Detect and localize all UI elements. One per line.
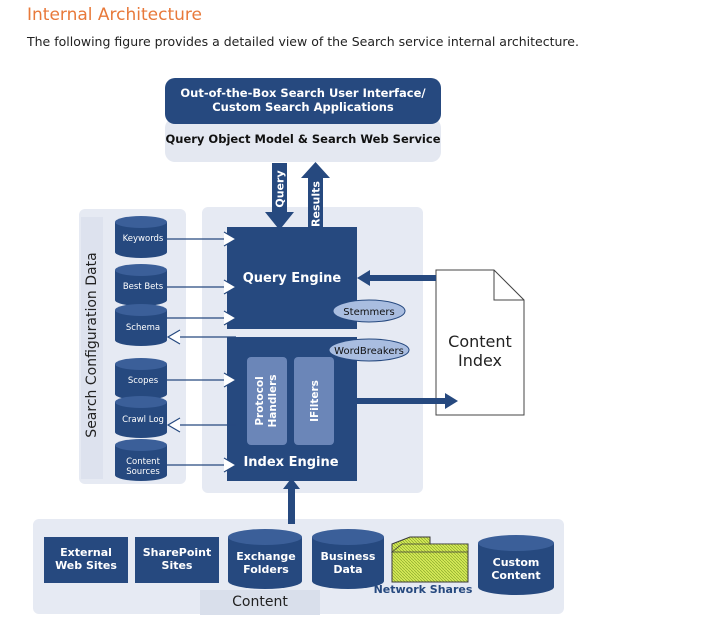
page-heading: Internal Architecture	[27, 5, 202, 25]
ui-title-line2: Custom Search Applications	[212, 100, 394, 114]
protocol-handlers-line2: Handlers	[267, 374, 279, 427]
svg-text:Business: Business	[321, 550, 376, 563]
svg-text:Web Sites: Web Sites	[55, 559, 117, 572]
svg-text:Results: Results	[310, 181, 323, 227]
best-bets-cylinder: Best Bets	[115, 264, 167, 306]
business-data-cylinder: Business Data	[312, 529, 384, 589]
sharepoint-sites-box: SharePoint Sites	[135, 537, 219, 583]
content-index-line1: Content	[448, 332, 512, 351]
scopes-cylinder: Scopes	[115, 358, 167, 400]
network-shares-folder: Network Shares	[374, 536, 473, 596]
query-arrow: Query	[265, 163, 294, 230]
content-index-doc: Content Index	[435, 269, 525, 416]
svg-text:Scopes: Scopes	[128, 376, 159, 386]
svg-text:Schema: Schema	[126, 323, 160, 333]
ui-title-line1: Out-of-the-Box Search User Interface/	[180, 86, 426, 100]
external-web-sites-box: External Web Sites	[44, 537, 128, 583]
config-arrows	[166, 231, 238, 473]
custom-content-cylinder: Custom Content	[478, 535, 554, 595]
content-index-line2: Index	[458, 351, 502, 370]
wordbreakers-label: WordBreakers	[334, 346, 404, 357]
protocol-handlers-line1: Protocol	[254, 376, 266, 425]
ifilters-label: IFilters	[309, 380, 321, 422]
stemmers-label: Stemmers	[343, 307, 394, 318]
schema-cylinder: Schema	[115, 304, 167, 346]
svg-text:Query: Query	[274, 170, 287, 207]
index-engine-label: Index Engine	[243, 455, 338, 470]
svg-text:Content: Content	[126, 457, 160, 467]
protocol-handlers-block	[247, 357, 287, 445]
config-title: Search Configuration Data	[84, 252, 100, 437]
svg-text:Keywords: Keywords	[123, 234, 164, 244]
object-model-label: Query Object Model & Search Web Service	[166, 132, 441, 146]
intro-text: The following figure provides a detailed…	[27, 34, 579, 49]
content-sources-cylinder: Content Sources	[115, 439, 167, 481]
wordbreakers-oval	[328, 338, 410, 362]
content-to-index-arrow	[283, 478, 300, 524]
keywords-cylinder: Keywords	[115, 216, 167, 258]
svg-text:External: External	[60, 546, 112, 559]
svg-text:Exchange: Exchange	[236, 550, 296, 563]
svg-text:Data: Data	[333, 563, 362, 576]
svg-text:Content: Content	[491, 569, 540, 582]
svg-text:Best Bets: Best Bets	[123, 282, 164, 292]
index-to-content-arrow	[357, 393, 458, 409]
content-to-query-arrow	[357, 270, 436, 286]
svg-text:Folders: Folders	[243, 563, 289, 576]
exchange-folders-cylinder: Exchange Folders	[228, 529, 302, 589]
svg-text:Sources: Sources	[126, 467, 160, 477]
crawl-log-cylinder: Crawl Log	[115, 396, 167, 438]
stemmers-oval	[332, 299, 406, 323]
content-label: Content	[232, 594, 288, 610]
config-cylinders: Keywords Best Bets Schema Scopes Crawl L…	[115, 216, 167, 481]
query-engine-label: Query Engine	[243, 271, 342, 286]
svg-text:Network Shares: Network Shares	[374, 583, 473, 596]
ifilters-block	[294, 357, 334, 445]
svg-text:SharePoint: SharePoint	[143, 546, 212, 559]
svg-text:Custom: Custom	[493, 556, 540, 569]
ui-block: Out-of-the-Box Search User Interface/ Cu…	[165, 78, 441, 162]
svg-text:Sites: Sites	[162, 559, 193, 572]
svg-text:Crawl Log: Crawl Log	[122, 415, 164, 425]
results-arrow: Results	[301, 162, 330, 230]
